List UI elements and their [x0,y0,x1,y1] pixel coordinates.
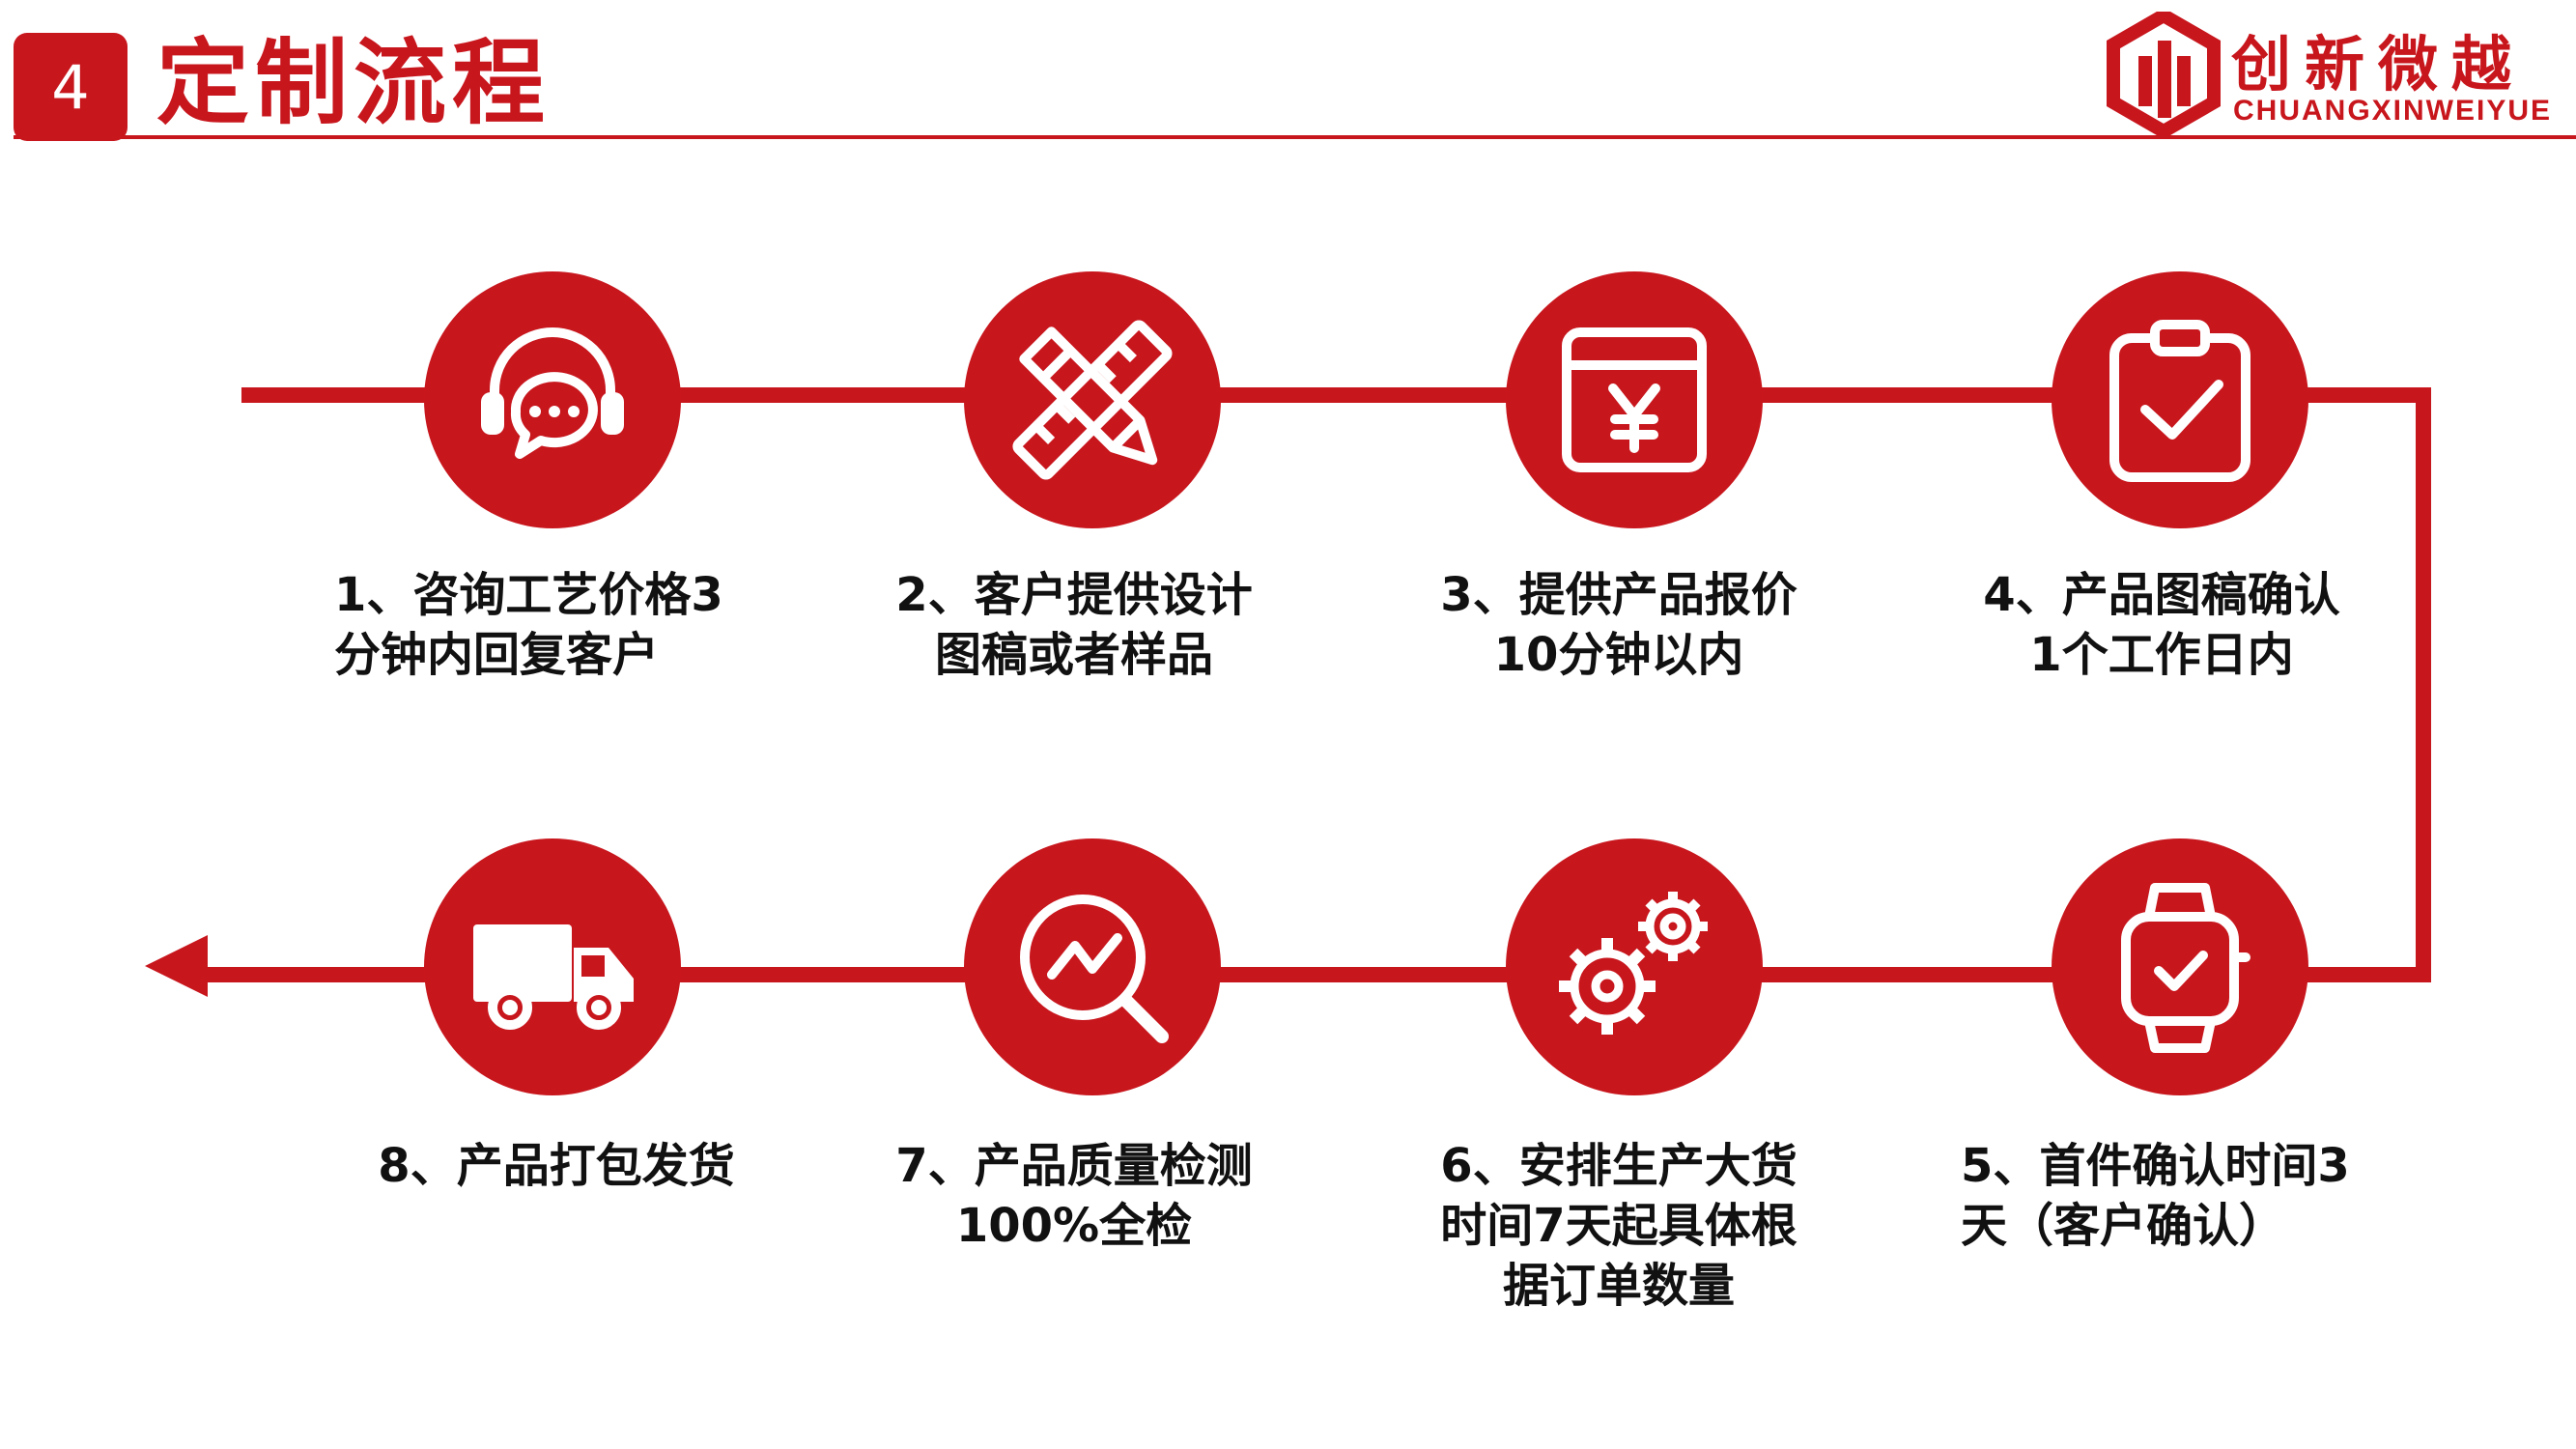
gears-icon [1559,892,1708,1035]
step-6-line-2: 时间7天起具体根 [1440,1199,1798,1253]
step-2-line-2: 图稿或者样品 [934,628,1213,682]
step-6-node [1506,838,1763,1095]
step-7-label: 7、产品质量检测 100%全检 [852,1136,1296,1256]
step-5-label: 5、首件确认时间3 天（客户确认） [1961,1136,2405,1256]
step-6-line-3: 据订单数量 [1502,1259,1735,1313]
section-number: 4 [51,51,90,123]
flow-arrowhead [145,935,208,997]
headset-chat-icon [481,327,624,459]
step-5-line-1: 5、首件确认时间3 [1961,1139,2350,1193]
step-5-node [2052,838,2308,1095]
step-4-label: 4、产品图稿确认 1个工作日内 [1939,565,2384,685]
pencil-ruler-icon [1012,320,1173,480]
step-1-label: 1、咨询工艺价格3 分钟内回复客户 [334,565,778,685]
step-8-node [424,838,681,1095]
step-4-line-1: 4、产品图稿确认 [1983,568,2340,622]
step-6-label: 6、安排生产大货 时间7天起具体根 据订单数量 [1397,1136,1841,1316]
step-1-line-2: 分钟内回复客户 [334,628,660,682]
step-7-line-2: 100%全检 [955,1199,1193,1253]
logo-english-name: CHUANGXINWEIYUE [2233,95,2553,127]
step-1-line-1: 1、咨询工艺价格3 [334,568,723,622]
logo-chinese-name: 创新微越 [2231,29,2526,99]
magnifier-chart-icon [1020,895,1169,1043]
clipboard-check-icon [2109,320,2250,482]
step-2-line-1: 2、客户提供设计 [895,568,1253,622]
section-number-badge: 4 [14,33,127,141]
brand-logo: 创新微越 CHUANGXINWEIYUE [2106,12,2550,135]
smartwatch-check-icon [2121,883,2250,1053]
step-3-label: 3、提供产品报价 10分钟以内 [1397,565,1841,685]
hexagon-logo-icon [2107,12,2221,135]
step-3-line-2: 10分钟以内 [1493,628,1744,682]
step-7-node [964,838,1221,1095]
step-8-line-1: 8、产品打包发货 [378,1139,735,1193]
step-1-node [424,271,681,528]
page-title: 定制流程 [156,29,551,137]
step-2-node [964,271,1221,528]
step-3-node [1506,271,1763,528]
step-7-line-1: 7、产品质量检测 [895,1139,1253,1193]
step-6-line-1: 6、安排生产大货 [1440,1139,1798,1193]
yuen-envelope-icon [1562,327,1707,472]
step-4-node [2052,271,2308,528]
step-5-line-2: 天（客户确认） [1961,1199,2286,1253]
delivery-truck-icon [473,924,634,1030]
step-4-line-2: 1个工作日内 [2029,628,2294,682]
step-8-label: 8、产品打包发货 [334,1136,778,1196]
step-3-line-1: 3、提供产品报价 [1440,568,1798,622]
header-divider [14,135,2576,139]
step-2-label: 2、客户提供设计 图稿或者样品 [852,565,1296,685]
